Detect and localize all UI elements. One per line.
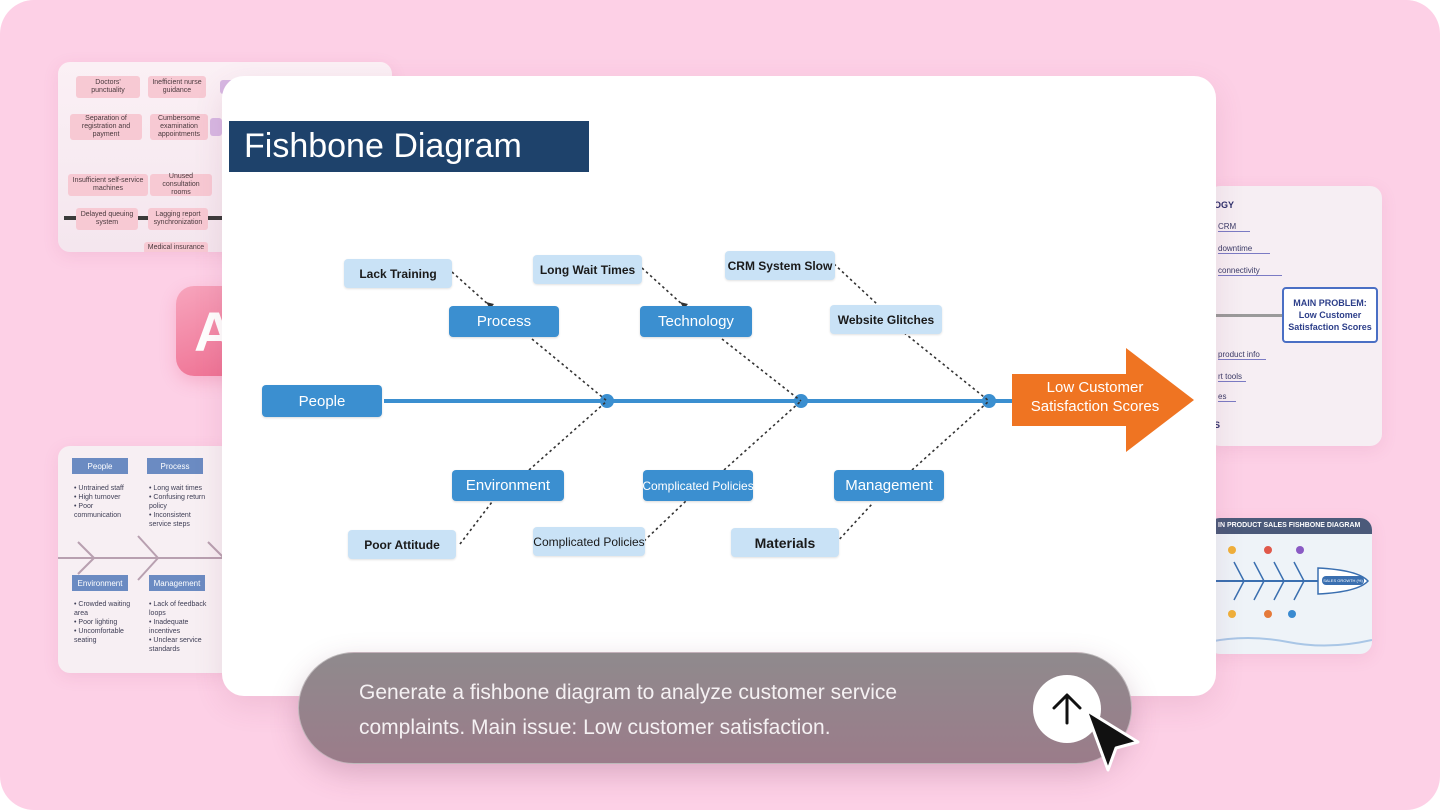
category-policies: Complicated Policies	[642, 470, 754, 501]
prompt-bar[interactable]: Generate a fishbone diagram to analyze c…	[298, 652, 1132, 764]
thumb-box: Delayed queuing system	[76, 208, 138, 230]
thumb-box: Separation of registration and payment	[70, 114, 142, 140]
template-thumbnail-problem[interactable]: OGY CRM downtime connectivity MAIN PROBL…	[1208, 186, 1382, 446]
thumb-spine	[1208, 314, 1284, 317]
head-arrow	[1012, 348, 1194, 452]
send-button[interactable]	[1033, 675, 1101, 743]
thumb-title: IN PRODUCT SALES FISHBONE DIAGRAM	[1208, 518, 1372, 534]
category-management: Management	[834, 470, 944, 501]
thumb-box: Doctors' punctuality	[76, 76, 140, 98]
cause-lack-training: Lack Training	[344, 259, 452, 288]
thumb-header: Management	[149, 575, 205, 591]
thumb-main-problem: MAIN PROBLEM: Low Customer Satisfaction …	[1282, 287, 1378, 343]
thumb-item: rt tools	[1218, 372, 1246, 382]
thumb-item: CRM	[1218, 222, 1250, 232]
thumb-fishbone-lines	[1208, 546, 1372, 647]
diagram-title: Fishbone Diagram	[229, 121, 589, 172]
thumb-box: Inefficient nurse guidance	[148, 76, 206, 98]
category-people: People	[262, 385, 382, 417]
thumb-box: Cumbersome examination appointments	[150, 114, 208, 140]
thumb-item: downtime	[1218, 244, 1270, 254]
template-thumbnail-sales[interactable]: IN PRODUCT SALES FISHBONE DIAGRAM SALES …	[1208, 518, 1372, 654]
thumb-item: es	[1218, 392, 1236, 402]
arrow-up-icon	[1052, 693, 1082, 725]
cause-poor-attitude: Poor Attitude	[348, 530, 456, 559]
category-technology: Technology	[640, 306, 752, 337]
thumb-list: Long wait times Confusing return policy …	[149, 484, 213, 529]
cause-long-wait-times: Long Wait Times	[533, 255, 642, 284]
problem-head-label: Low Customer Satisfaction Scores	[1030, 379, 1160, 415]
cause-materials: Materials	[731, 528, 839, 557]
thumb-head: SALES GROWTH (%)	[1322, 576, 1364, 585]
thumb-heading: OGY	[1214, 200, 1235, 210]
fishbone-connectors	[384, 263, 1194, 545]
thumb-item: connectivity	[1218, 266, 1282, 276]
mouse-pointer-icon	[1084, 708, 1140, 772]
thumb-heading: S	[1214, 420, 1221, 430]
thumb-header: Environment	[72, 575, 128, 591]
thumb-list: Lack of feedback loops Inadequate incent…	[149, 600, 213, 654]
thumb-box: Unused consultation rooms	[150, 173, 212, 196]
thumb-header: People	[72, 458, 128, 474]
cause-crm-system-slow: CRM System Slow	[725, 251, 835, 280]
cause-complicated-policies: Complicated Policies	[533, 527, 645, 556]
template-thumbnail-service[interactable]: People Process Untrained staff High turn…	[58, 446, 233, 673]
cause-website-glitches: Website Glitches	[830, 305, 942, 334]
fishbone-preview-card: Fishbone Diagram	[222, 76, 1216, 696]
thumb-header: Process	[147, 458, 203, 474]
thumb-box: Lagging report synchronization	[148, 208, 208, 230]
thumb-item: product info	[1218, 350, 1266, 360]
thumb-box: Medical insurance	[144, 242, 208, 252]
category-process: Process	[449, 306, 559, 337]
junction-dot	[982, 394, 996, 408]
thumb-connector-lines	[58, 535, 233, 581]
category-environment: Environment	[452, 470, 564, 501]
thumb-box-partial	[210, 118, 222, 136]
thumb-list: Untrained staff High turnover Poor commu…	[74, 484, 142, 520]
thumb-list: Crowded waiting area Poor lighting Uncom…	[74, 600, 142, 645]
prompt-input[interactable]: Generate a fishbone diagram to analyze c…	[359, 681, 898, 739]
thumb-box: Insufficient self-service machines	[68, 174, 148, 196]
